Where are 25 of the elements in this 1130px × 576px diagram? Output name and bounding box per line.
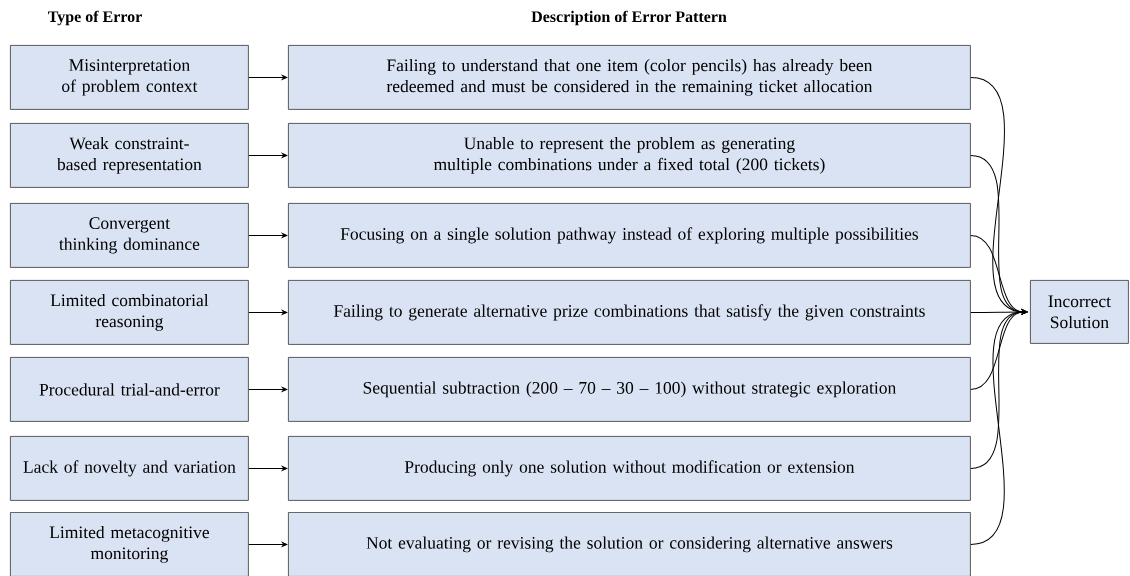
type-box: Misinterpretation of problem context	[10, 45, 249, 110]
column-heading: Type of Error	[48, 10, 142, 26]
arrow	[248, 542, 288, 547]
type-box: Convergent thinking dominance	[10, 203, 249, 268]
description-box: Failing to generate alternative prize combinations that satisfy the given constraints	[288, 280, 971, 345]
type-box: Limited metacognitive monitoring	[10, 512, 249, 576]
type-box: Procedural trial-and-error	[10, 357, 249, 422]
arrow	[970, 309, 1028, 545]
type-box: Weak constraint-based representation	[10, 123, 249, 188]
description-box: Not evaluating or revising the solution or considering alternative answers	[288, 512, 971, 576]
column-heading: Description of Error Pattern	[531, 10, 727, 26]
type-box: Lack of novelty and variation	[10, 436, 249, 501]
description-box: Failing to understand that one item (color pencils) has already been redeemed and must be considered in the remaining ticket allocation	[288, 45, 971, 110]
arrow	[248, 387, 288, 392]
arrow	[248, 310, 288, 315]
arrow	[248, 466, 288, 471]
arrow	[248, 233, 288, 238]
arrow	[248, 153, 288, 158]
description-box: Sequential subtraction (200 – 70 – 30 – 100) without strategic exploration	[288, 357, 971, 422]
result-box: Incorrect Solution	[1030, 280, 1129, 344]
description-box: Focusing on a single solution pathway instead of exploring multiple possibilities	[288, 203, 971, 268]
arrow	[248, 75, 288, 80]
description-box: Producing only one solution without modification or extension	[288, 436, 971, 501]
description-box: Unable to represent the problem as generating multiple combinations under a fixed total (200 tickets)	[288, 123, 971, 188]
type-box: Limited combinatorial reasoning	[10, 280, 249, 345]
